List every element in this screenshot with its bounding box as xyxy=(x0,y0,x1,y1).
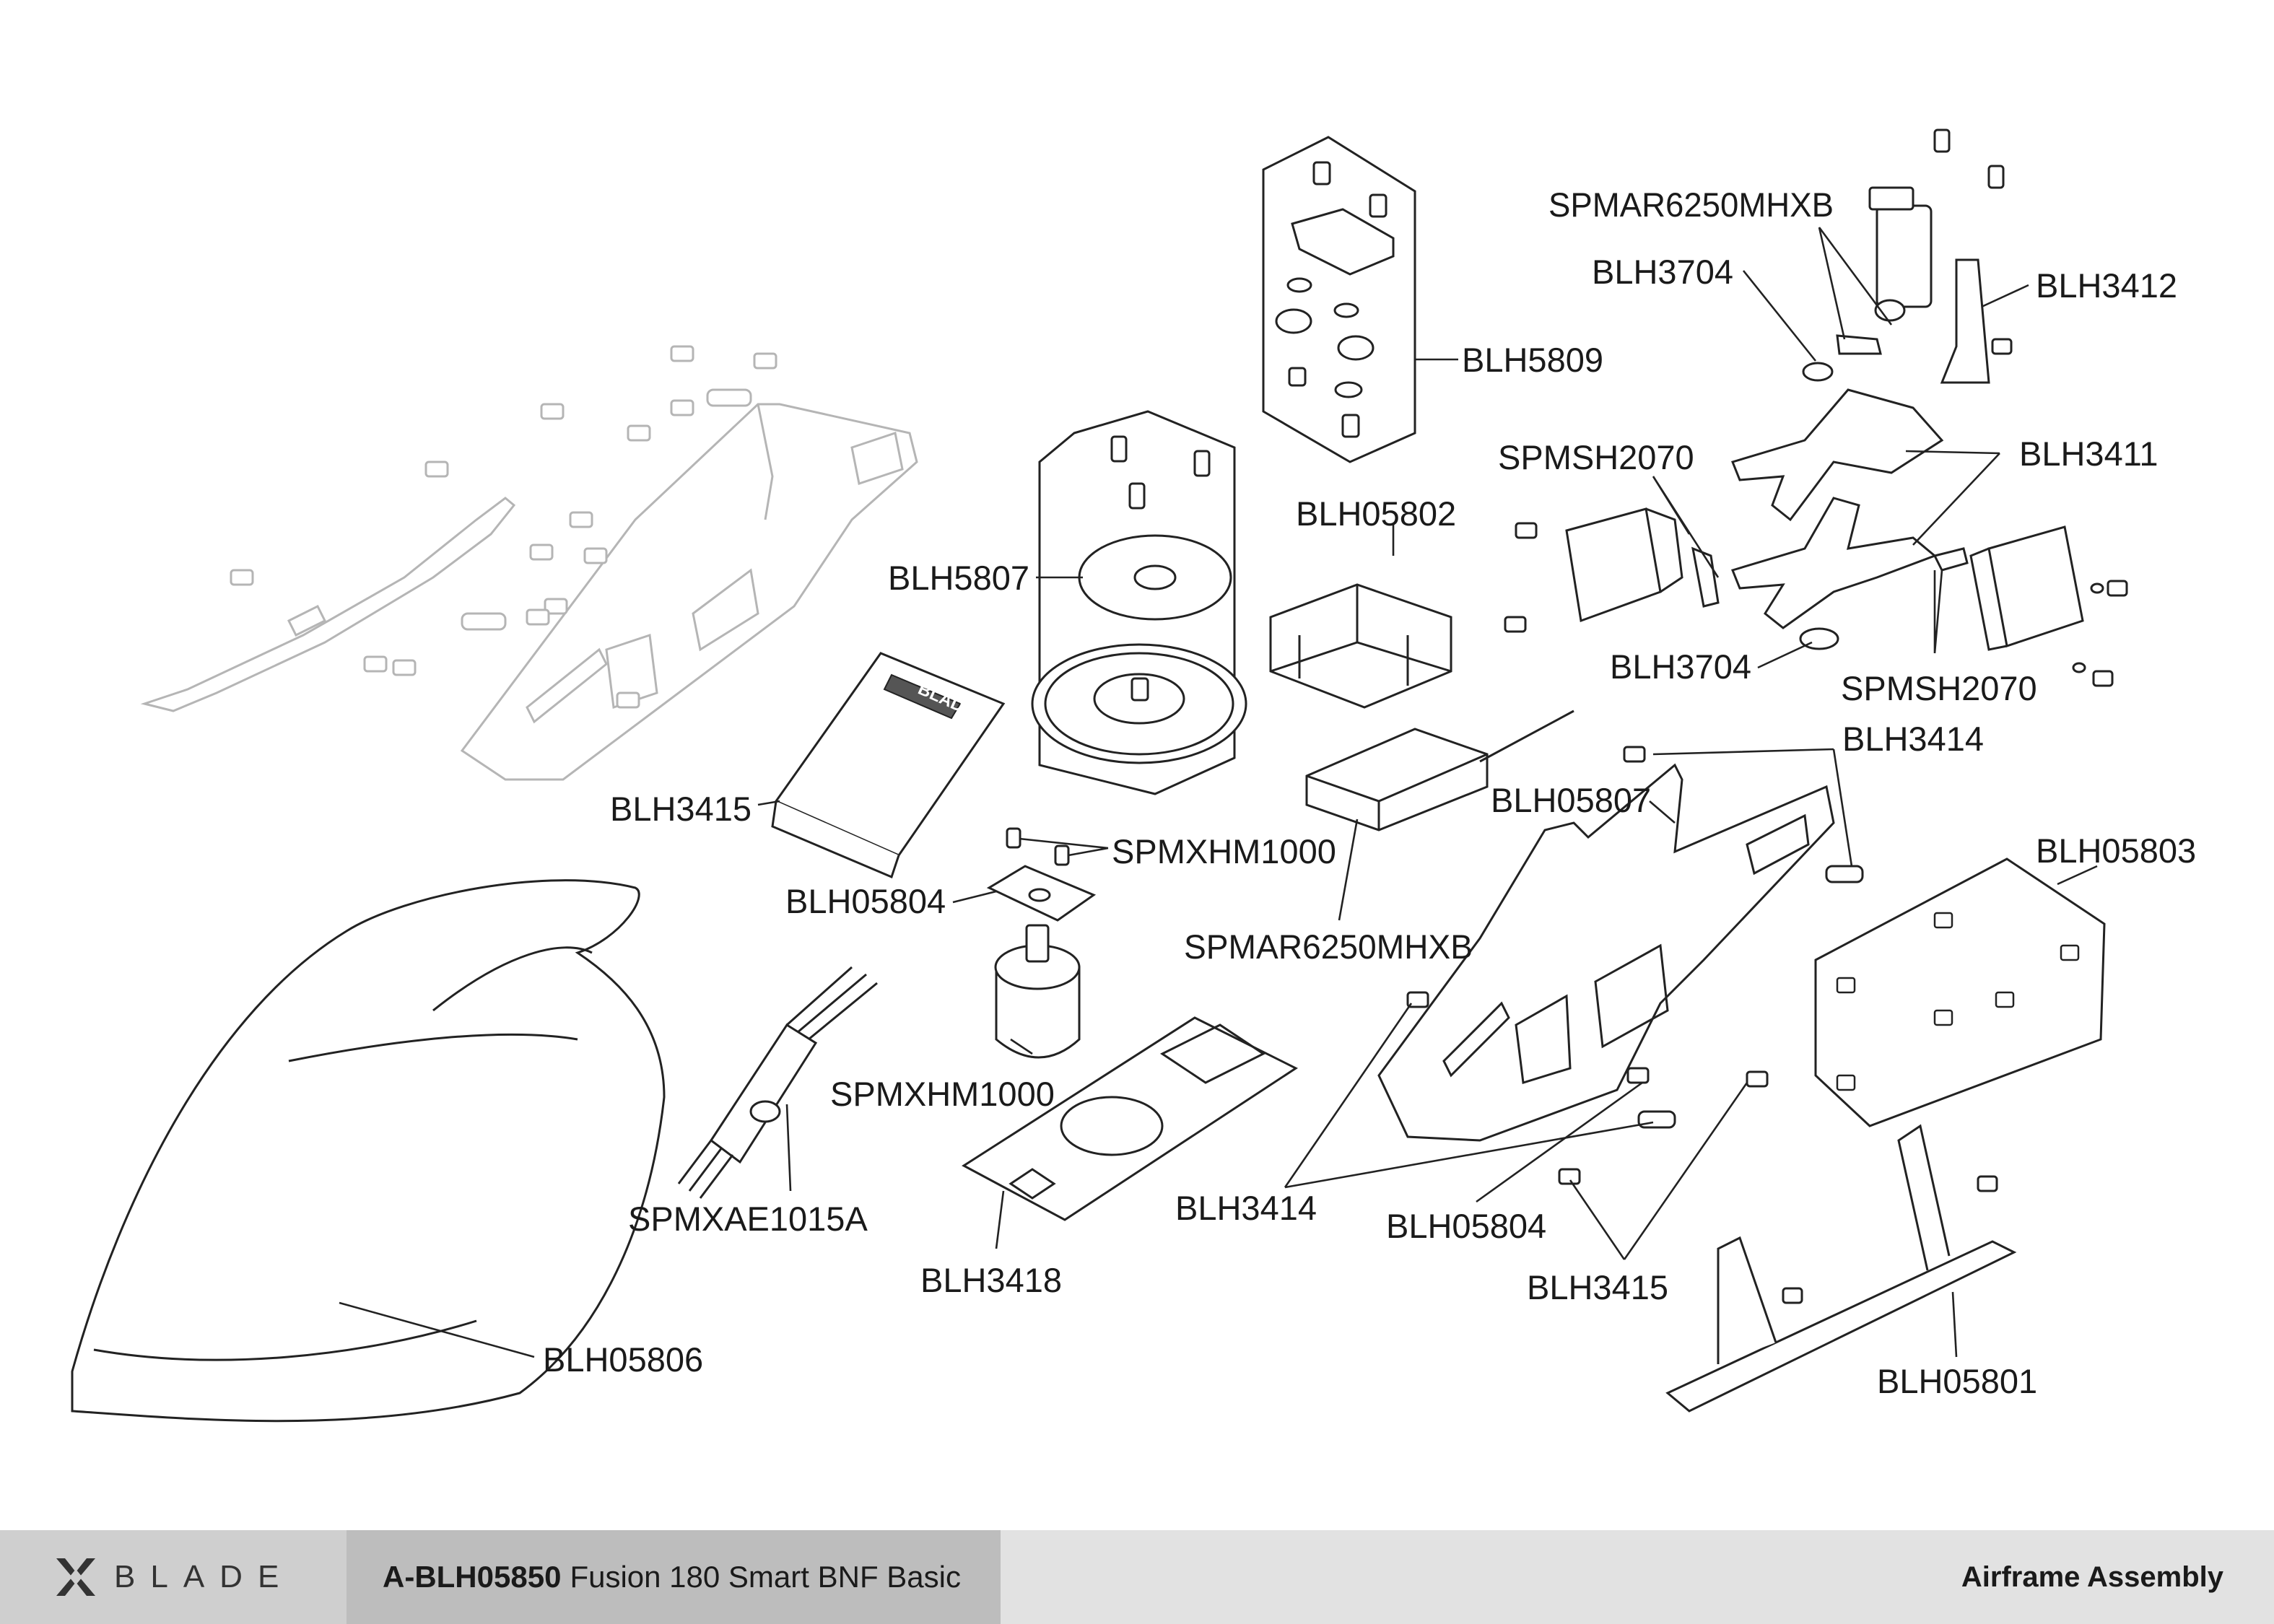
label-blh5807: BLH5807 xyxy=(888,559,1029,597)
label-blh3414-top: BLH3414 xyxy=(1842,720,1984,758)
part-blh5807-main-gear xyxy=(1031,410,1247,795)
callout-labels: SPMAR6250MHXB BLH3704 BLH3412 BLH5809 SP… xyxy=(543,185,2196,1400)
brand-logo: BLADE xyxy=(0,1530,347,1624)
label-spmsh2070-top: SPMSH2070 xyxy=(1498,438,1694,476)
label-spmar6250mhxb-bottom: SPMAR6250MHXB xyxy=(1184,927,1473,966)
label-blh3704-top: BLH3704 xyxy=(1592,253,1733,291)
label-blh05804-top: BLH05804 xyxy=(785,882,946,920)
label-blh05804-bottom: BLH05804 xyxy=(1386,1207,1546,1245)
section-title: Airframe Assembly xyxy=(1001,1530,2274,1624)
leader-lines xyxy=(339,227,2098,1358)
label-blh5809: BLH5809 xyxy=(1462,341,1603,379)
product-code: A-BLH05850 xyxy=(383,1560,562,1594)
part-blh05807-frame xyxy=(1377,746,1864,1185)
label-blh05802: BLH05802 xyxy=(1296,494,1456,533)
part-spmxhm1000-motor xyxy=(994,924,1081,1059)
label-spmxhm1000-bottom: SPMXHM1000 xyxy=(830,1075,1055,1113)
label-blh3704-bottom: BLH3704 xyxy=(1610,647,1751,686)
label-spmsh2070-bottom: SPMSH2070 xyxy=(1841,669,2037,707)
label-spmxae1015a: SPMXAE1015A xyxy=(628,1200,868,1238)
part-servo-lower-right xyxy=(1933,525,2128,687)
part-servo-lower-left xyxy=(1504,507,1839,650)
part-blh05802-mount xyxy=(1269,583,1452,709)
label-spmxhm1000-top: SPMXHM1000 xyxy=(1112,832,1336,870)
label-blh05801: BLH05801 xyxy=(1877,1362,2037,1400)
product-name: Fusion 180 Smart BNF Basic xyxy=(570,1560,961,1594)
part-blh5809-panel xyxy=(1262,136,1416,463)
label-blh3415-top: BLH3415 xyxy=(610,790,752,828)
label-blh3415-bottom: BLH3415 xyxy=(1527,1268,1668,1306)
label-blh3414-bottom: BLH3414 xyxy=(1175,1189,1317,1227)
section-name: Airframe Assembly xyxy=(1961,1560,2223,1593)
label-blh05807: BLH05807 xyxy=(1491,781,1651,819)
exploded-parts-diagram: BLADE xyxy=(71,128,2196,1423)
part-blh3411-brackets xyxy=(1730,388,1944,629)
part-blh05806-canopy xyxy=(71,879,666,1423)
part-blh05801-skid xyxy=(1665,1124,2017,1413)
part-receiver xyxy=(1305,710,1574,831)
footer-bar: BLADE A-BLH05850 Fusion 180 Smart BNF Ba… xyxy=(0,1530,2274,1624)
part-blh3415-battery: BLADE xyxy=(771,652,1006,879)
part-blh05804-mount xyxy=(986,827,1097,922)
brand-name: BLADE xyxy=(114,1559,295,1594)
part-servo-upper xyxy=(1802,128,2013,384)
product-title: A-BLH05850 Fusion 180 Smart BNF Basic xyxy=(347,1530,1001,1624)
label-blh05803: BLH05803 xyxy=(2036,831,2196,870)
part-spmxae1015a-esc xyxy=(677,966,878,1199)
blade-logo-icon xyxy=(56,1558,95,1596)
label-blh05806: BLH05806 xyxy=(543,1340,703,1379)
ghost-frame-reference xyxy=(140,345,918,781)
label-spmar6250mhxb-top: SPMAR6250MHXB xyxy=(1548,185,1834,224)
label-blh3411: BLH3411 xyxy=(2019,435,2158,473)
part-blh3418-plate xyxy=(962,1016,1299,1221)
label-blh3418: BLH3418 xyxy=(920,1261,1062,1299)
label-blh3412: BLH3412 xyxy=(2036,266,2177,305)
part-blh05803-panel xyxy=(1814,857,2106,1127)
